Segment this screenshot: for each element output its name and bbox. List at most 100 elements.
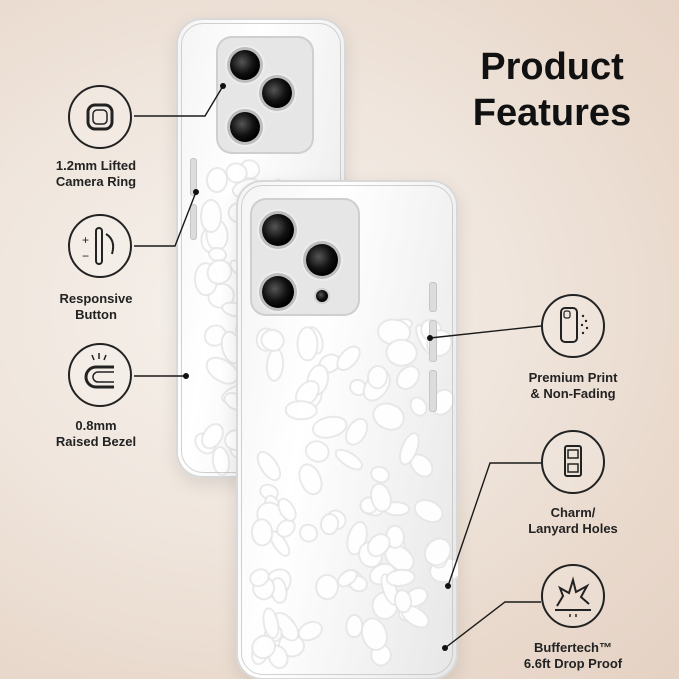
front-side-button-1 (429, 282, 437, 312)
leopard-spot (199, 421, 226, 450)
leopard-spot (368, 642, 395, 668)
leopard-spot (297, 328, 318, 361)
title-line-1: Product (480, 46, 624, 88)
leopard-spot (306, 364, 329, 395)
leopard-spot (250, 634, 272, 665)
leopard-spot (404, 585, 430, 608)
leopard-spot (255, 328, 277, 352)
leopard-spot (312, 414, 349, 441)
leopard-spot (206, 259, 233, 286)
leopard-spot (259, 483, 279, 501)
leopard-spot (270, 610, 302, 644)
page-title: Product Features (462, 44, 642, 136)
leopard-spot (408, 396, 429, 418)
leopard-spot (250, 633, 278, 662)
leopard-spot (208, 282, 235, 309)
leopard-spot (399, 602, 432, 630)
leopard-spot (260, 564, 295, 601)
front-side-button-2 (429, 320, 437, 362)
leopard-spot (386, 569, 415, 587)
leopard-spot (269, 577, 288, 603)
leopard-spot (361, 500, 384, 516)
leopard-spot (202, 354, 241, 387)
leopard-spot (397, 431, 421, 466)
leopard-spot (357, 615, 391, 653)
leopard-spot (396, 587, 425, 623)
leopard-spot (345, 521, 369, 555)
leopard-spot (211, 446, 231, 475)
leopard-spot (262, 494, 283, 520)
leopard-spot (363, 531, 393, 559)
leopard-spot (387, 339, 418, 367)
leopard-spot (192, 430, 218, 456)
leopard-spot (267, 349, 283, 380)
feature-label-premium-print: Premium Print& Non-Fading (528, 370, 618, 401)
leopard-spot (205, 219, 229, 250)
leopard-spot (335, 343, 363, 372)
leopard-spot (370, 466, 389, 483)
leopard-spot (371, 401, 407, 433)
leopard-spot (378, 320, 409, 344)
leopard-spot (266, 643, 289, 670)
leopard-spot (194, 262, 218, 295)
leopard-spot (334, 447, 365, 471)
leopard-spot (238, 157, 262, 181)
leopard-spot (254, 449, 284, 482)
leopard-spot (304, 326, 325, 355)
leopard-spot (267, 529, 292, 557)
impact-burst-icon (541, 564, 605, 628)
phone-print-icon (541, 294, 605, 358)
leopard-spot (427, 548, 449, 569)
feature-label-lanyard-holes: Charm/Lanyard Holes (528, 505, 618, 536)
back-side-button-2 (190, 204, 197, 240)
leopard-spot (381, 541, 417, 574)
leopard-spot (412, 497, 445, 524)
leopard-spot (276, 497, 299, 523)
leopard-spot (252, 498, 291, 536)
leopard-spot (368, 483, 393, 513)
leopard-spot (226, 163, 247, 183)
leopard-spot (384, 535, 406, 552)
leopard-spot (394, 363, 422, 392)
leopard-spot (201, 200, 221, 232)
svg-text:−: − (82, 249, 89, 263)
leopard-spot (325, 508, 348, 531)
leopard-spot (286, 401, 316, 419)
leopard-spot (408, 451, 436, 479)
leopard-spot (295, 461, 325, 496)
leopard-spot (365, 364, 389, 390)
leopard-spot (343, 416, 370, 447)
front-phone-case (236, 180, 458, 679)
leopard-spot (379, 573, 401, 606)
leopard-spot (258, 326, 287, 355)
leopard-spot (205, 167, 229, 193)
leopard-spot (385, 502, 409, 515)
raised-bezel-icon (68, 343, 132, 407)
leopard-spot (248, 566, 271, 589)
front-lens-2 (306, 244, 338, 276)
leopard-spot (428, 556, 458, 586)
leopard-spot (300, 525, 317, 542)
front-camera-module (250, 198, 360, 316)
front-lens-1 (262, 214, 294, 246)
back-camera-module (216, 36, 314, 154)
button-press-icon: + − (68, 214, 132, 278)
lanyard-holes-icon (541, 430, 605, 494)
back-lens-2 (262, 78, 292, 108)
leopard-spot (319, 513, 339, 536)
leopard-spot (293, 377, 322, 409)
leopard-spot (276, 517, 297, 539)
leopard-spot (348, 575, 367, 591)
leopard-spot (209, 248, 227, 261)
leopard-spot (263, 625, 283, 643)
leopard-spot (205, 326, 226, 346)
leopard-spot (358, 495, 380, 516)
leopard-spot (360, 367, 394, 405)
leopard-spot (200, 227, 223, 254)
leopard-spot (395, 590, 412, 612)
leopard-spot (340, 567, 366, 592)
